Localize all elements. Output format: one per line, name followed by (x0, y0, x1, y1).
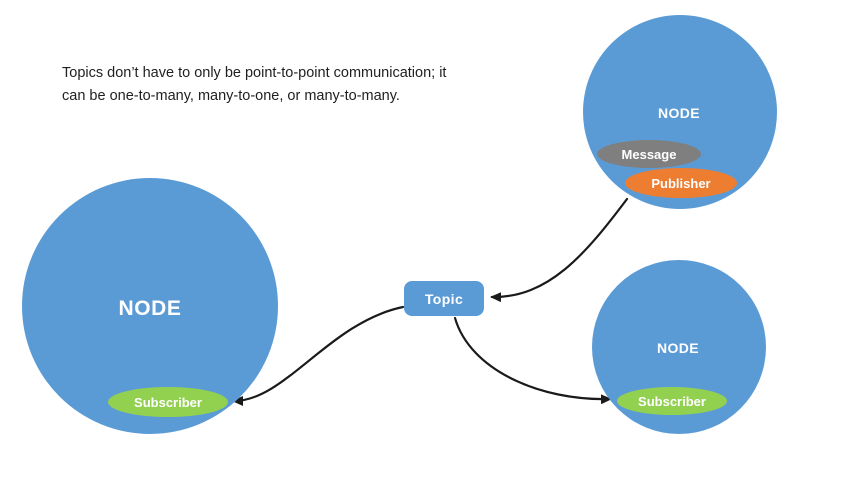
right-subscriber-ellipse (617, 387, 727, 415)
description-text: Topics don’t have to only be point-to-po… (62, 65, 446, 104)
bottom-right-node-label: NODE (657, 340, 699, 356)
message-label: Message (622, 147, 677, 162)
left-subscriber-ellipse (108, 387, 228, 417)
left-node-label: NODE (118, 297, 181, 320)
description-line-1: Topics don’t have to only be point-to-po… (62, 65, 446, 81)
description-line-2: can be one-to-many, many-to-one, or many… (62, 88, 400, 104)
message-ellipse (597, 140, 701, 168)
left-subscriber-label: Subscriber (134, 395, 202, 410)
right-subscriber-label: Subscriber (638, 394, 706, 409)
publisher-ellipse (625, 168, 737, 198)
top-right-node: NODE Message Publisher (583, 15, 777, 209)
top-right-node-label: NODE (658, 105, 700, 121)
arrow-publisher-to-topic (490, 197, 629, 303)
left-node-circle (22, 178, 278, 434)
bottom-right-node: NODE Subscriber (592, 260, 766, 434)
arrow-topic-to-right-subscriber (453, 316, 612, 405)
topic-box: Topic (404, 281, 484, 316)
publisher-label: Publisher (651, 176, 710, 191)
arrow-topic-to-left-subscriber (232, 305, 405, 406)
topic-label: Topic (425, 291, 463, 307)
topic-rect (404, 281, 484, 316)
left-node: NODE Subscriber (22, 178, 278, 434)
bottom-right-node-circle (592, 260, 766, 434)
